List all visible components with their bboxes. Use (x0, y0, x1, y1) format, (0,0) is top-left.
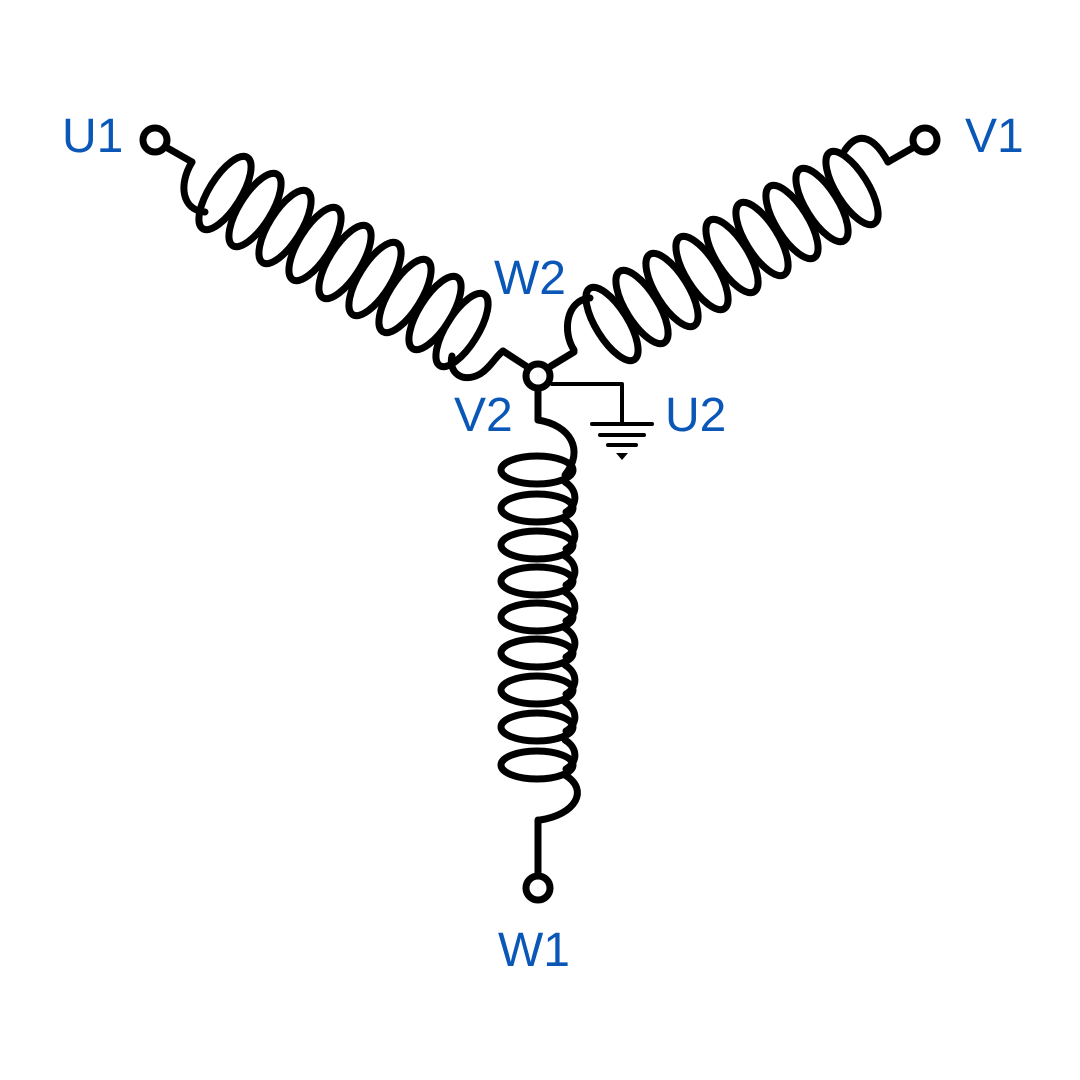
coil-w-turns (497, 452, 577, 783)
label-u2: U2 (665, 389, 726, 442)
winding-w (497, 386, 581, 880)
ground-connection (550, 382, 654, 460)
terminal-w1-icon (522, 872, 554, 904)
label-w1: W1 (498, 924, 570, 977)
winding-u (160, 142, 530, 382)
coil-w-tail (536, 771, 581, 824)
coil-v-head (841, 134, 892, 166)
coil-v-turns (582, 147, 882, 365)
ground-wire (550, 382, 624, 426)
ground-arrow-icon (616, 453, 628, 460)
label-v2: V2 (454, 389, 513, 442)
coil-u-turns (195, 152, 492, 371)
lead-v2 (547, 348, 578, 370)
coil-w-right-loops (561, 478, 579, 773)
winding-v (547, 134, 920, 370)
terminal-u1-icon (139, 124, 171, 156)
ground-icon (590, 422, 654, 447)
lead-u1 (160, 142, 196, 166)
label-v1: V1 (965, 110, 1024, 163)
label-w2: W2 (494, 252, 566, 305)
neutral-node-icon (522, 360, 554, 392)
lead-v1 (884, 142, 920, 166)
terminal-v1-icon (909, 124, 941, 156)
label-u1: U1 (62, 110, 123, 163)
coil-u-tail (447, 347, 507, 382)
coil-v-tail (563, 294, 594, 354)
lead-u2 (499, 347, 530, 370)
